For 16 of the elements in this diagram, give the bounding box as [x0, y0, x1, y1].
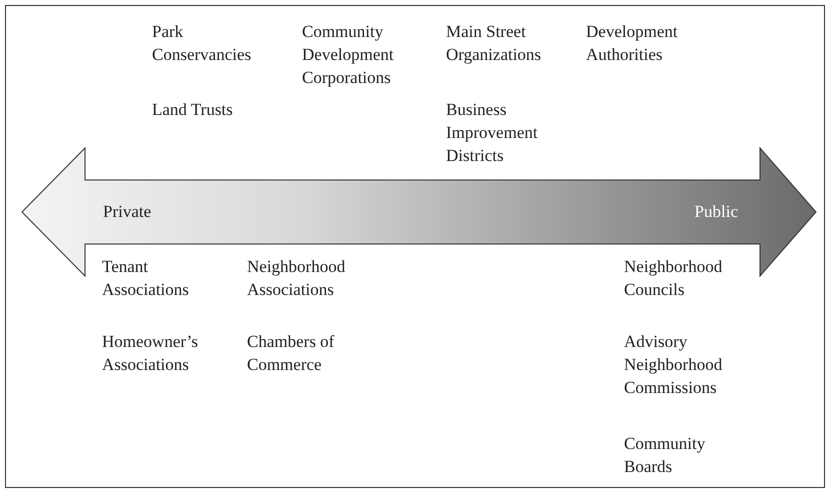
- organization-label: Park Conservancies: [152, 21, 252, 66]
- organization-label: Neighborhood Associations: [247, 256, 346, 301]
- arrow-label: Public: [694, 202, 738, 222]
- organization-label: Neighborhood Councils: [624, 256, 724, 301]
- organization-label: Tenant Associations: [102, 256, 190, 301]
- organization-label: Business Improvement Districts: [446, 99, 539, 167]
- organization-label: Chambers of Commerce: [247, 331, 336, 376]
- organization-label: Land Trusts: [152, 99, 234, 121]
- organization-label: Main Street Organizations: [446, 21, 542, 66]
- organization-label: Community Boards: [624, 433, 706, 478]
- organization-label: Advisory Neighborhood Commissions: [624, 331, 724, 399]
- organization-label: Homeowner’s Associations: [102, 331, 199, 376]
- arrow-label: Private: [103, 202, 152, 222]
- organization-label: Community Development Corporations: [302, 21, 395, 89]
- double-arrow: [20, 146, 818, 278]
- organization-label: Development Authorities: [586, 21, 679, 66]
